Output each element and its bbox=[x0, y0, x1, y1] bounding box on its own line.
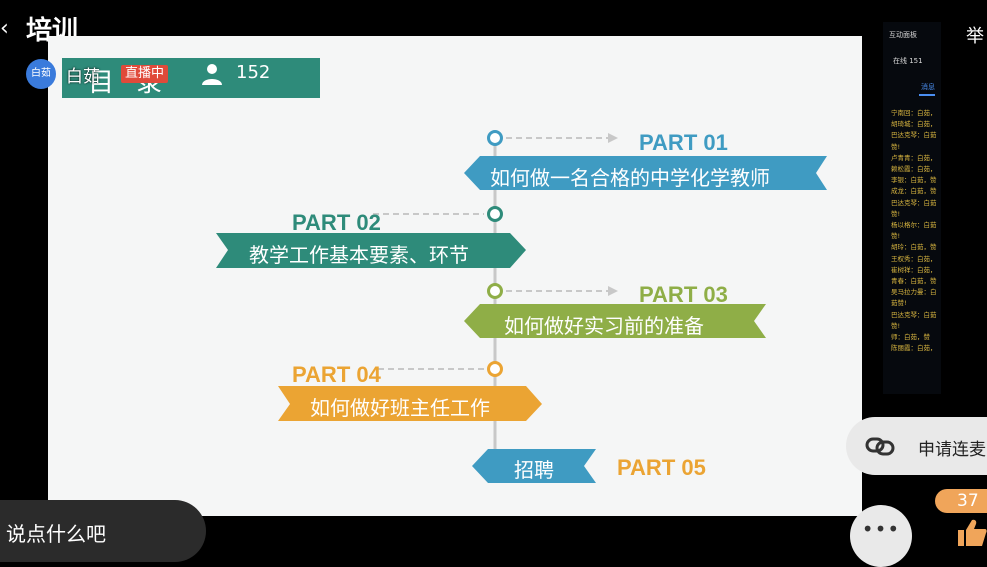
chat-message: 赞! bbox=[891, 232, 901, 241]
timeline-diagram bbox=[216, 130, 827, 483]
timeline-node-2 bbox=[487, 206, 503, 222]
banner-text-02: 教学工作基本要素、环节 bbox=[249, 243, 469, 267]
banner-text-05: 招聘 bbox=[514, 458, 554, 482]
chat-message: 成龙：白茹，赞 bbox=[891, 187, 937, 196]
chat-message: 赞! bbox=[891, 321, 901, 330]
raise-hand-button[interactable]: 举 bbox=[966, 26, 984, 47]
part-label-02: PART 02 bbox=[292, 210, 381, 235]
chat-message: 赞! bbox=[891, 209, 901, 218]
more-dots-icon: ••• bbox=[861, 517, 901, 541]
part-label-05: PART 05 bbox=[617, 455, 706, 480]
timeline-node-3 bbox=[487, 283, 503, 299]
chat-message: 胡玲：白茹，赞 bbox=[891, 243, 937, 252]
banner-part-03 bbox=[464, 304, 766, 338]
panel-online-count: 在线 151 bbox=[893, 57, 923, 65]
thumbs-up-icon[interactable] bbox=[952, 516, 987, 546]
chat-message: 王权秀：白茹， bbox=[891, 254, 937, 263]
chat-message: 赞! bbox=[891, 142, 901, 151]
request-link-mic-label: 申请连麦 bbox=[918, 440, 986, 460]
part-label-04: PART 04 bbox=[292, 362, 381, 387]
like-count-badge: 37 bbox=[935, 489, 987, 513]
timeline-node-4 bbox=[487, 361, 503, 377]
chat-message: 李银：白茹，赞 bbox=[891, 176, 937, 185]
chat-message: 陈丽霞：白茹， bbox=[891, 344, 937, 353]
timeline-node-1 bbox=[487, 130, 503, 146]
host-avatar[interactable]: 白茹 bbox=[26, 59, 56, 89]
arrow-head-3 bbox=[608, 286, 618, 296]
chat-message: 青春：白茹，赞 bbox=[891, 277, 937, 286]
tab-underline bbox=[919, 94, 935, 96]
live-status-badge: 直播中 bbox=[121, 65, 169, 83]
chat-message: 茹赞! bbox=[891, 299, 907, 308]
arrow-head-1 bbox=[608, 133, 618, 143]
chat-message: 宁南回：白茹， bbox=[891, 109, 937, 117]
part-label-03: PART 03 bbox=[639, 282, 728, 307]
chat-message: 崔树祥：白茹， bbox=[891, 265, 937, 274]
chat-message: 杨以格尔：白茹 bbox=[891, 221, 937, 230]
banner-text-01: 如何做一名合格的中学化学教师 bbox=[490, 166, 770, 190]
more-options-button[interactable]: ••• bbox=[850, 505, 912, 567]
slide-title-bar: 目录 bbox=[62, 58, 320, 98]
chat-input-placeholder[interactable]: 说点什么吧 bbox=[6, 522, 106, 546]
chat-message: 巴达克琴：白茹 bbox=[891, 198, 937, 207]
viewer-count: 152 bbox=[236, 62, 271, 83]
chat-message: 胡琦城：白茹， bbox=[891, 120, 937, 129]
chat-message-list[interactable]: 宁南回：白茹， 胡琦城：白茹， 巴达克琴：白茹赞! 卢青青：白茹， 赖松霞：白茹， 李银：… bbox=[891, 108, 941, 354]
banner-text-03: 如何做好实习前的准备 bbox=[504, 314, 704, 338]
request-link-mic-button[interactable]: 申请连麦 bbox=[846, 417, 987, 475]
host-name: 白茹 bbox=[66, 67, 100, 87]
chat-message: 师：白茹，赞 bbox=[891, 333, 930, 342]
chat-message: 巴达克琴：白茹 bbox=[891, 310, 937, 319]
tab-messages[interactable]: 消息 bbox=[921, 83, 935, 91]
banner-text-04: 如何做好班主任工作 bbox=[310, 396, 490, 420]
person-icon bbox=[202, 64, 222, 85]
chat-message: 赖松霞：白茹， bbox=[891, 165, 937, 174]
banner-part-05 bbox=[472, 449, 596, 483]
chat-message: 吴马拉力曼：白 bbox=[891, 288, 937, 297]
back-chevron-icon[interactable]: ‹ bbox=[0, 16, 9, 41]
banner-part-04 bbox=[278, 386, 542, 421]
panel-title: 互动面板 bbox=[889, 31, 917, 39]
chat-message: 巴达克琴：白茹 bbox=[891, 131, 937, 140]
chat-message: 卢青青：白茹， bbox=[891, 153, 937, 162]
presentation-slide: 目录 PART 01 如何做一名合格的中学化学教师 PART 02 教学工作基本… bbox=[48, 36, 862, 516]
link-icon bbox=[865, 437, 895, 456]
part-label-01: PART 01 bbox=[639, 130, 728, 155]
interaction-panel: 互动面板 在线 151 消息 宁南回：白茹， 胡琦城：白茹， 巴达克琴：白茹赞! 卢青… bbox=[883, 22, 941, 394]
banner-part-01 bbox=[464, 156, 827, 190]
banner-part-02 bbox=[216, 233, 526, 268]
